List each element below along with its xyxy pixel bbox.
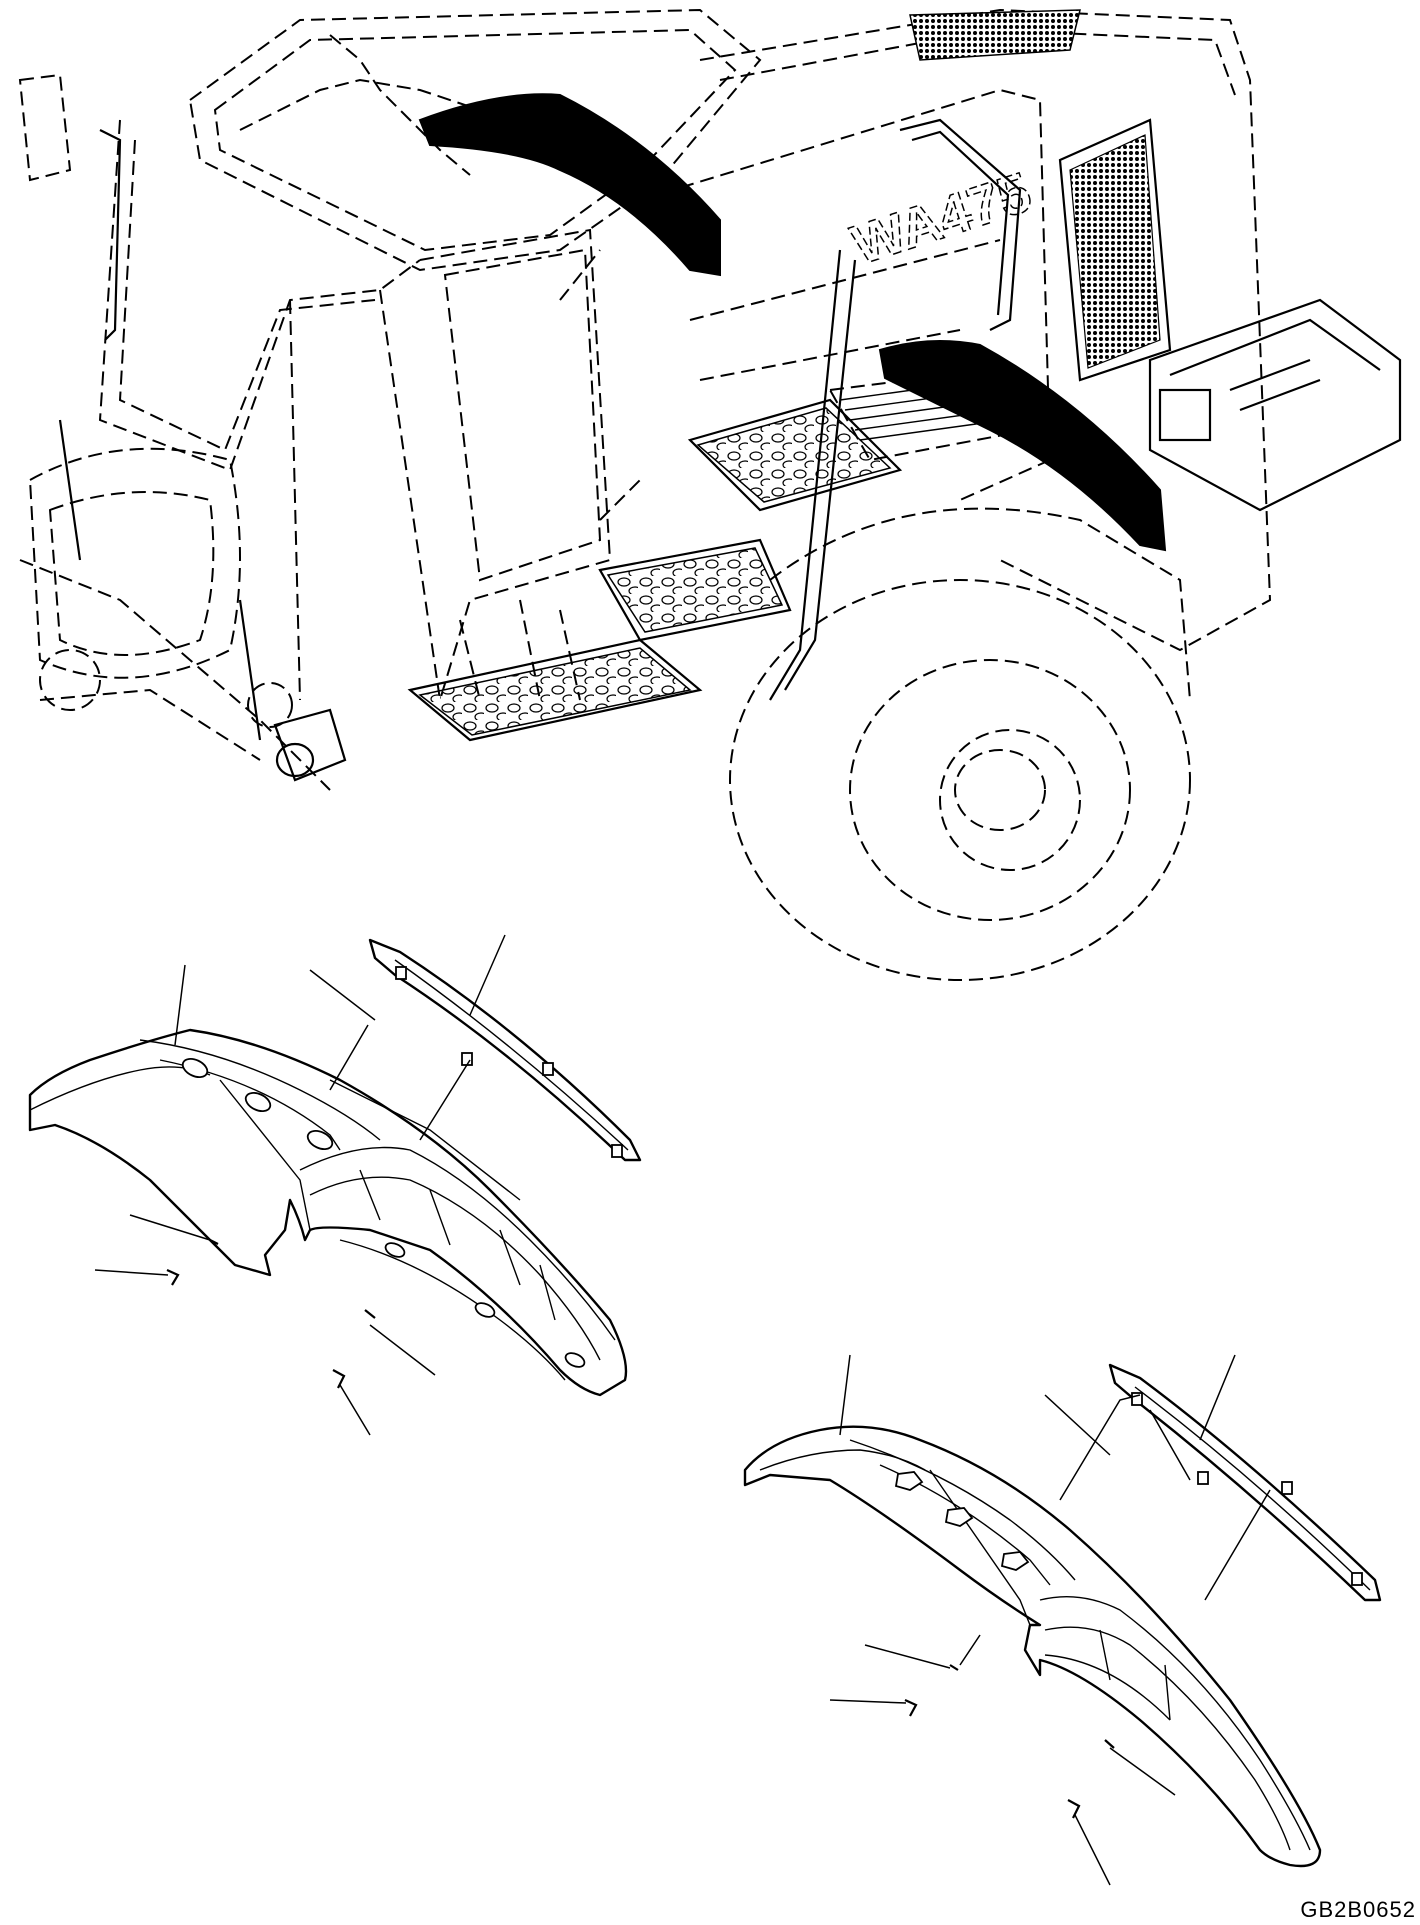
fender-hole [1000, 1551, 1030, 1571]
machine-overview: WA475 [18, 8, 1402, 981]
machine-badge: WA475 [844, 160, 1038, 277]
bolt-front-a [166, 1268, 180, 1286]
washer-rear-a [949, 1664, 959, 1671]
bolt-front-b [332, 1369, 346, 1389]
fender-hole [244, 1092, 272, 1112]
fender-hole [181, 1058, 209, 1078]
plate-stud [1197, 1471, 1209, 1485]
fender-front [28, 1028, 628, 1397]
rear-fender-highlight [878, 340, 1167, 552]
fender-rear [743, 1425, 1322, 1868]
fender-hole [474, 1302, 496, 1318]
fender-hole [944, 1507, 974, 1527]
drawing-code: GB2B0652 [1300, 1897, 1416, 1922]
plate-stud [395, 966, 407, 980]
fender-hole [384, 1242, 406, 1258]
fender-hole [564, 1352, 586, 1368]
plate-stud [1131, 1392, 1143, 1406]
splash-plate-rear [1108, 1363, 1382, 1602]
fender-assembly-rear [743, 1354, 1382, 1886]
bolt-rear-a [904, 1698, 918, 1717]
plate-stud [1281, 1481, 1293, 1495]
washer-front-a [209, 1239, 219, 1245]
plate-stud [611, 1144, 623, 1158]
fender-assembly-front [28, 934, 642, 1436]
splash-plate-front [368, 938, 642, 1162]
bolt-rear-b [1067, 1799, 1081, 1819]
plate-stud [1351, 1572, 1363, 1586]
fender-hole [894, 1471, 924, 1491]
front-fender-highlight [418, 93, 721, 277]
plate-stud [461, 1052, 473, 1066]
washer-front-b [364, 1309, 376, 1319]
plate-stud [542, 1062, 554, 1076]
fender-hole [306, 1130, 334, 1150]
washer-rear-b [1104, 1739, 1115, 1749]
